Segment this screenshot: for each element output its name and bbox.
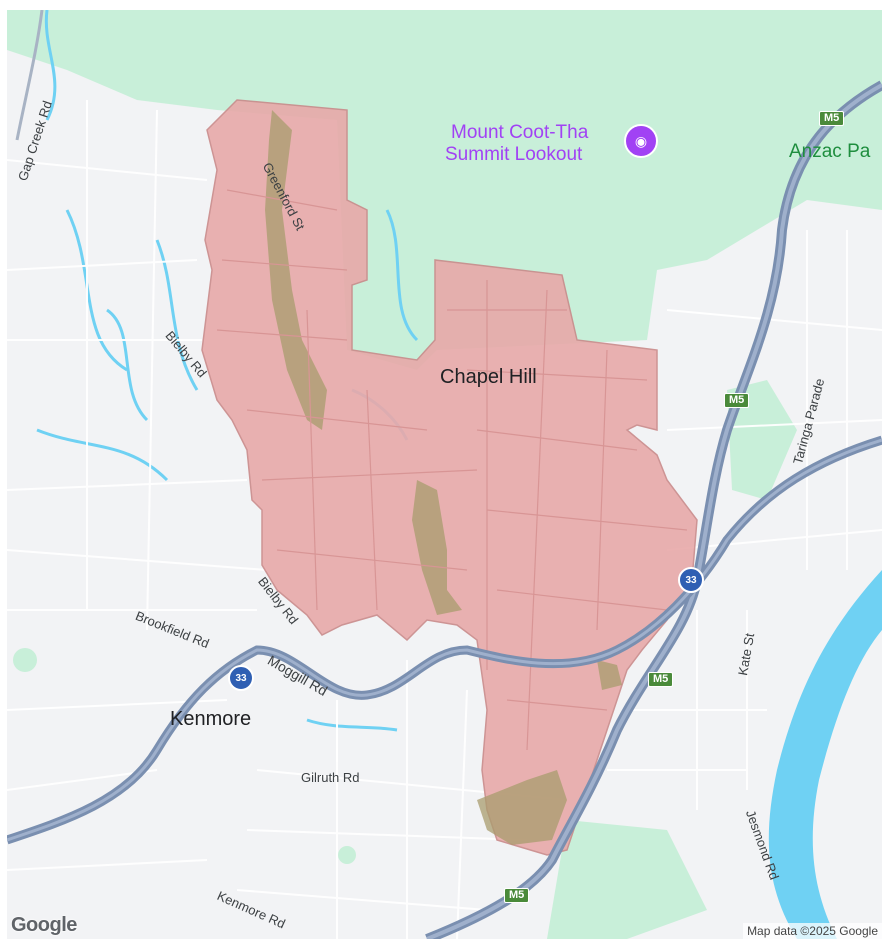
route-33-shield: 33 (228, 665, 254, 691)
map-canvas[interactable]: ◉ Mount Coot-Tha Summit Lookout Anzac Pa… (7, 10, 882, 939)
park-south (547, 820, 707, 939)
suburb-label-kenmore[interactable]: Kenmore (170, 708, 252, 730)
google-logo[interactable]: Google (11, 914, 77, 936)
park-label[interactable]: Anzac Pa (789, 141, 871, 162)
map-base (7, 10, 882, 939)
m5-shield: M5 (648, 672, 674, 687)
road-label-gilruth: Gilruth Rd (301, 770, 360, 785)
suburb-streets (216, 189, 688, 751)
gap-creek-road (15, 10, 44, 141)
brisbane-river (768, 570, 882, 939)
map-attribution[interactable]: Map data ©2025 Google (743, 923, 882, 939)
park-mount-coot-tha (7, 10, 882, 370)
poi-label-line2[interactable]: Summit Lookout (445, 144, 583, 165)
park-strip (727, 380, 797, 500)
poi-label-line1[interactable]: Mount Coot-Tha (451, 122, 589, 143)
m5-shield: M5 (819, 111, 845, 126)
camera-icon[interactable]: ◉ (624, 124, 658, 158)
m5-shield: M5 (724, 393, 750, 408)
creeks (36, 10, 419, 732)
route-33-shield: 33 (678, 567, 704, 593)
m5-shield: M5 (504, 888, 530, 903)
suburb-label-chapel-hill[interactable]: Chapel Hill (440, 366, 537, 388)
